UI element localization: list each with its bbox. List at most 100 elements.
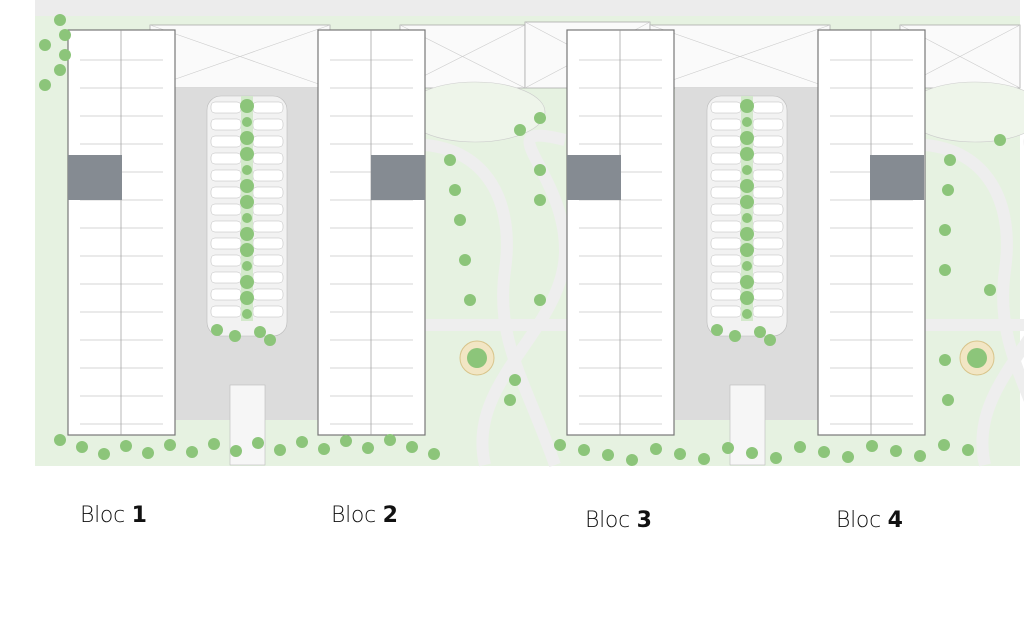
parked-car xyxy=(210,101,242,114)
tree xyxy=(454,214,466,226)
tree xyxy=(444,154,456,166)
tree xyxy=(54,64,66,76)
tree xyxy=(914,450,926,462)
tree xyxy=(650,443,662,455)
tree xyxy=(938,439,950,451)
tree xyxy=(296,436,308,448)
tree xyxy=(534,112,546,124)
bloc-prefix: Bloc xyxy=(836,508,881,533)
building-bloc-3 xyxy=(566,29,675,436)
parked-car xyxy=(252,118,284,131)
park-path xyxy=(476,129,572,467)
tree xyxy=(242,117,252,127)
tree xyxy=(98,448,110,460)
tree xyxy=(264,334,276,346)
tree xyxy=(534,294,546,306)
tree xyxy=(240,275,254,289)
tree xyxy=(384,434,396,446)
parked-car xyxy=(752,271,784,284)
parked-car xyxy=(752,186,784,199)
tree xyxy=(742,165,752,175)
parked-car xyxy=(710,186,742,199)
tree xyxy=(740,131,754,145)
park-path xyxy=(976,139,1024,467)
tree xyxy=(211,324,223,336)
tree xyxy=(274,444,286,456)
tree xyxy=(942,184,954,196)
parked-car xyxy=(752,288,784,301)
parked-car xyxy=(710,169,742,182)
tree xyxy=(240,291,254,305)
tree xyxy=(626,454,638,466)
bloc-number: 4 xyxy=(887,508,903,533)
tree xyxy=(229,330,241,342)
tree xyxy=(674,448,686,460)
tree xyxy=(742,261,752,271)
tree xyxy=(230,445,242,457)
tree xyxy=(54,434,66,446)
tree xyxy=(240,195,254,209)
tree xyxy=(242,261,252,271)
tree xyxy=(711,324,723,336)
parked-car xyxy=(210,254,242,267)
building-bloc-4 xyxy=(817,29,926,436)
tree xyxy=(242,165,252,175)
parked-car xyxy=(210,271,242,284)
bloc-1-label: Bloc 1 xyxy=(80,503,147,528)
tree xyxy=(740,275,754,289)
tree xyxy=(242,309,252,319)
tree xyxy=(240,99,254,113)
tree xyxy=(740,243,754,257)
parked-car xyxy=(710,101,742,114)
tree xyxy=(890,445,902,457)
tree xyxy=(164,439,176,451)
parked-car xyxy=(752,101,784,114)
tree xyxy=(76,441,88,453)
parked-car xyxy=(210,118,242,131)
bloc-number: 1 xyxy=(131,503,147,528)
site-plan xyxy=(35,0,1024,467)
tree xyxy=(962,444,974,456)
tree xyxy=(59,49,71,61)
tree xyxy=(994,134,1006,146)
parked-car xyxy=(710,152,742,165)
parked-car xyxy=(710,203,742,216)
tree xyxy=(722,442,734,454)
parked-car xyxy=(210,203,242,216)
tree xyxy=(142,447,154,459)
tree xyxy=(240,227,254,241)
parked-car xyxy=(710,271,742,284)
parked-car xyxy=(210,220,242,233)
tree xyxy=(842,451,854,463)
parked-car xyxy=(252,288,284,301)
tree xyxy=(240,243,254,257)
parked-car xyxy=(252,237,284,250)
tree xyxy=(240,131,254,145)
tree xyxy=(509,374,521,386)
parked-car xyxy=(710,135,742,148)
parked-car xyxy=(752,135,784,148)
tree xyxy=(764,334,776,346)
parked-car xyxy=(252,152,284,165)
parked-car xyxy=(710,118,742,131)
parked-car xyxy=(210,169,242,182)
tree xyxy=(318,443,330,455)
tree xyxy=(740,291,754,305)
highlighted-unit xyxy=(567,155,621,200)
tree xyxy=(944,154,956,166)
tree xyxy=(740,227,754,241)
bloc-number: 2 xyxy=(382,503,398,528)
parked-car xyxy=(252,101,284,114)
tree xyxy=(939,264,951,276)
tree xyxy=(534,194,546,206)
parked-car xyxy=(252,220,284,233)
tree xyxy=(254,326,266,338)
parked-car xyxy=(210,186,242,199)
tree xyxy=(754,326,766,338)
parked-car xyxy=(210,152,242,165)
tree xyxy=(406,441,418,453)
tree xyxy=(794,441,806,453)
parked-car xyxy=(752,305,784,318)
parked-car xyxy=(252,135,284,148)
tree xyxy=(120,440,132,452)
